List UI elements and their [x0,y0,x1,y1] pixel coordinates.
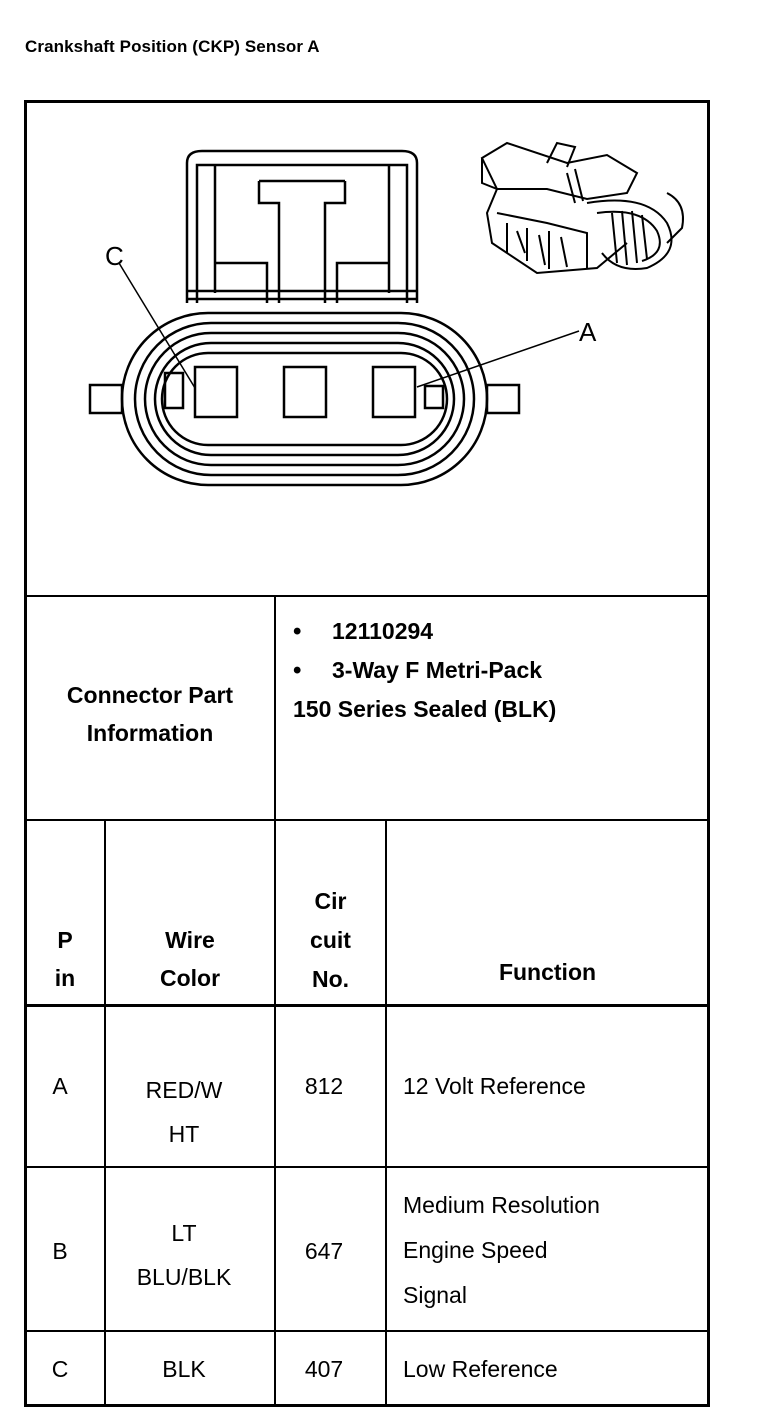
divider-col-1 [104,821,106,1407]
document-title: Crankshaft Position (CKP) Sensor A [25,37,320,56]
bullet-icon: • [293,657,302,684]
connector-illustration [480,141,684,275]
header-circuit: Cir cuit No. [310,888,351,992]
row-a-function: 12 Volt Reference [403,1073,586,1099]
divider-row-a-bottom [24,1166,710,1168]
divider-header-bottom [24,1004,710,1007]
pin-c-label: C [105,241,124,271]
row-a-wire: RED/W HT [145,1077,223,1147]
connector-info-label: Connector Part Information [66,682,234,746]
connector-sheet [24,100,710,1407]
connector-series: 150 Series Sealed (BLK) [293,696,557,722]
row-c-function: Low Reference [403,1356,558,1382]
divider-col-2 [274,821,276,1407]
header-wire-color: Wire Color [159,927,221,991]
connector-type: 3-Way F Metri-Pack [332,657,543,683]
row-c-wire: BLK [162,1356,206,1382]
row-c-pin: C [51,1356,69,1382]
divider-info-vertical [274,597,276,819]
row-b-pin: B [52,1238,68,1264]
row-a-circuit: 812 [304,1073,344,1099]
connector-diagram: C A [88,141,684,487]
divider-info-top [24,595,710,597]
divider-info-bottom [24,819,710,821]
header-function: Function [498,959,597,985]
header-pin: P in [54,927,76,991]
row-a-pin: A [52,1073,68,1099]
row-c-circuit: 407 [304,1356,344,1382]
row-b-function: Medium Resolution Engine Speed Signal [403,1192,600,1308]
pin-a-label: A [579,317,597,347]
divider-row-b-bottom [24,1330,710,1332]
part-number: 12110294 [332,618,434,644]
row-b-wire: LT BLU/BLK [136,1220,232,1290]
bullet-icon: • [293,618,302,645]
row-b-circuit: 647 [304,1238,344,1264]
divider-col-3 [385,821,387,1407]
